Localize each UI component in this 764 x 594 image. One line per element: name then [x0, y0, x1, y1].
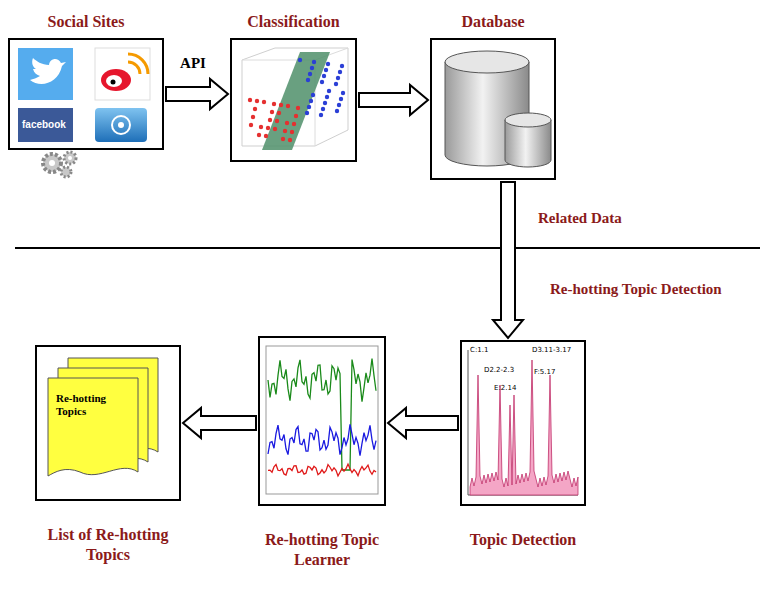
database-cylinders	[445, 51, 551, 167]
peak-label: E:2.14	[494, 384, 516, 392]
box-heading: Re-hotting Topic Learner	[252, 530, 392, 570]
box-heading: Social Sites	[48, 12, 125, 32]
box-heading: List of Re-hotting Topics	[33, 525, 183, 565]
peak-chart	[468, 350, 578, 495]
process-box: Database	[430, 38, 556, 180]
block-arrow	[388, 408, 458, 438]
separator-line	[15, 247, 760, 249]
classification-plot	[242, 48, 348, 150]
logo-text: facebook	[22, 119, 66, 131]
box-heading: Database	[461, 12, 524, 32]
box-heading: Classification	[247, 12, 339, 32]
line-chart	[266, 346, 378, 494]
process-box: Topic Detection	[460, 340, 586, 506]
block-arrow	[166, 79, 228, 109]
social-icons	[18, 48, 150, 142]
block-arrow	[493, 182, 523, 338]
box-heading: Topic Detection	[470, 530, 577, 550]
peak-label: C:1.1	[470, 346, 488, 354]
block-arrow	[183, 408, 256, 438]
document-stack	[48, 358, 158, 476]
peak-label: D3.11-3.17	[532, 346, 571, 354]
edge-label: Related Data	[538, 210, 622, 227]
section-label: Re-hotting Topic Detection	[550, 281, 722, 298]
edge-label: API	[180, 55, 206, 72]
block-arrow	[359, 85, 428, 115]
peak-label: F:5.17	[534, 368, 555, 376]
process-box: List of Re-hotting Topics	[35, 345, 181, 501]
process-box: Re-hotting Topic Learner	[258, 336, 386, 506]
process-box: Classification	[230, 38, 357, 162]
document-text: Re-hotting Topics	[56, 392, 126, 417]
process-box: Social Sites	[8, 38, 164, 150]
gear-icon	[43, 152, 76, 177]
peak-label: D2.2-2.3	[484, 366, 514, 374]
